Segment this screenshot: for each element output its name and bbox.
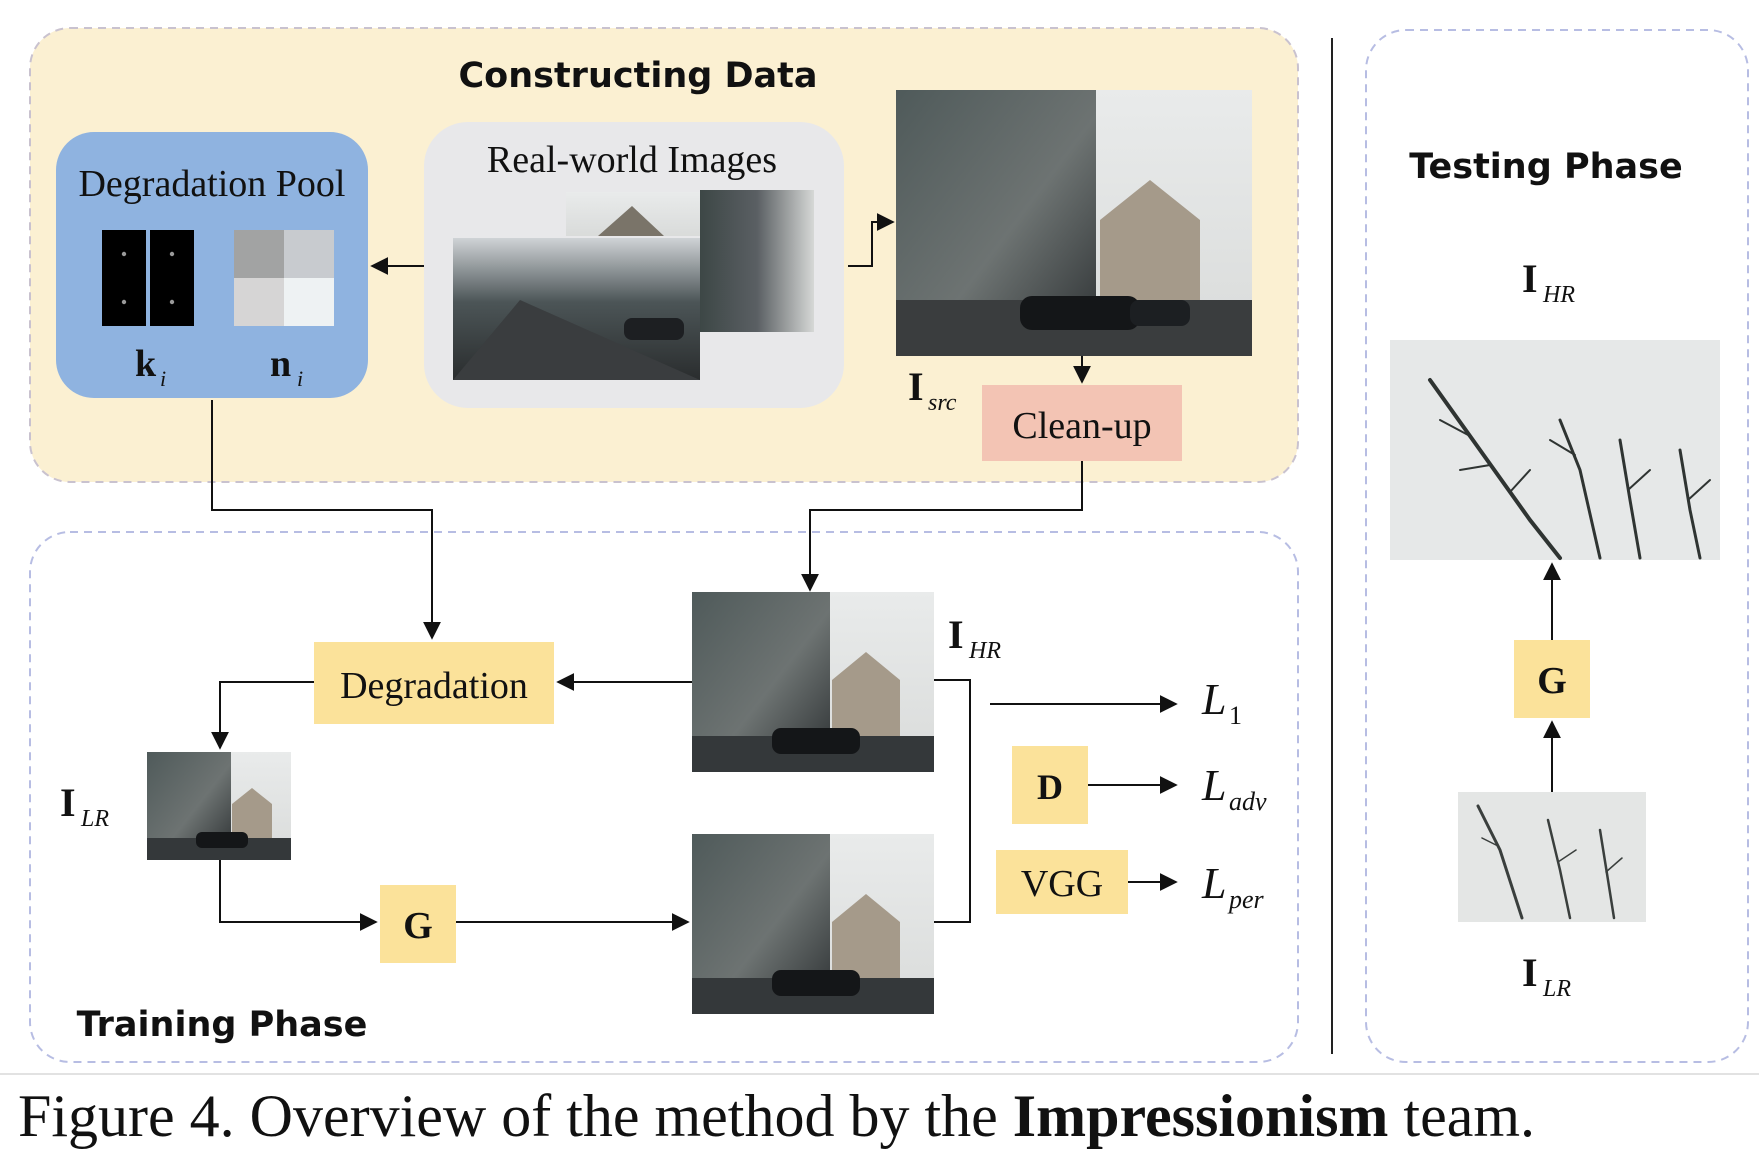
arrow-lr-to-generator xyxy=(219,860,378,931)
testing-phase-title: Testing Phase xyxy=(1409,147,1682,187)
testing-lr-label: I xyxy=(1522,950,1538,995)
loss-l1-label: L xyxy=(1201,675,1226,724)
source-image xyxy=(896,90,1252,356)
kernel-subscript: i xyxy=(160,366,166,391)
cleanup-block xyxy=(982,385,1182,461)
testing-hr-label: I xyxy=(1522,256,1538,301)
arrow-cleanup-to-hr xyxy=(801,461,1083,592)
real-world-images-title: Real-world Images xyxy=(487,139,777,181)
testing-phase-panel xyxy=(1365,29,1749,1063)
real-world-photo-stack xyxy=(453,190,814,380)
degradation-pool-title: Degradation Pool xyxy=(78,163,345,205)
loss-per-label: L xyxy=(1201,859,1226,908)
testing-generator-block xyxy=(1514,640,1590,718)
constructing-data-title: Constructing Data xyxy=(458,56,817,96)
training-sr-image xyxy=(692,834,934,1014)
degradation-label: Degradation xyxy=(340,665,528,707)
arrow-degradation-to-lr xyxy=(211,681,314,750)
caption-suffix: team. xyxy=(1388,1083,1536,1149)
training-phase-title: Training Phase xyxy=(77,1005,368,1045)
noise-subscript: i xyxy=(297,366,303,391)
arrow-real-to-src xyxy=(848,213,895,267)
degradation-pool-box xyxy=(56,132,368,398)
caption-team: Impressionism xyxy=(1012,1083,1389,1149)
training-hr-subscript: HR xyxy=(968,638,1001,664)
caption-prefix: Figure 4. Overview of the method by the xyxy=(18,1083,1013,1149)
training-lr-image xyxy=(147,752,291,860)
training-hr-image xyxy=(692,592,934,772)
training-generator-block xyxy=(380,885,456,963)
kernel-label: k xyxy=(135,343,157,385)
testing-generator-label: G xyxy=(1537,660,1567,702)
arrow-pool-to-degradation xyxy=(211,400,441,640)
testing-hr-subscript: HR xyxy=(1542,282,1575,308)
loss-l1-subscript: 1 xyxy=(1229,701,1242,730)
loss-adv-label: L xyxy=(1201,761,1226,810)
discriminator-label: D xyxy=(1037,767,1063,807)
loss-adv-subscript: adv xyxy=(1229,787,1267,816)
vgg-label: VGG xyxy=(1021,863,1103,905)
training-lr-label: I xyxy=(60,780,76,825)
training-lr-subscript: LR xyxy=(80,806,109,832)
testing-hr-image xyxy=(1390,340,1720,560)
cleanup-label: Clean-up xyxy=(1012,405,1151,447)
bracket-hr-sr xyxy=(934,679,971,923)
degradation-block xyxy=(314,642,554,724)
loss-per-subscript: per xyxy=(1227,885,1265,914)
discriminator-block xyxy=(1012,746,1088,824)
testing-lr-subscript: LR xyxy=(1542,976,1571,1002)
testing-lr-image xyxy=(1458,792,1646,922)
noise-label: n xyxy=(270,343,291,385)
training-generator-label: G xyxy=(403,905,433,947)
source-image-label: I xyxy=(908,364,924,409)
kernel-thumbnails xyxy=(102,230,194,326)
figure-caption: Figure 4. Overview of the method by the … xyxy=(18,1082,1758,1151)
training-hr-label: I xyxy=(948,612,964,657)
noise-thumbnails xyxy=(234,230,334,326)
source-image-subscript: src xyxy=(928,390,957,416)
training-phase-panel xyxy=(29,531,1299,1063)
vgg-block xyxy=(996,850,1128,914)
